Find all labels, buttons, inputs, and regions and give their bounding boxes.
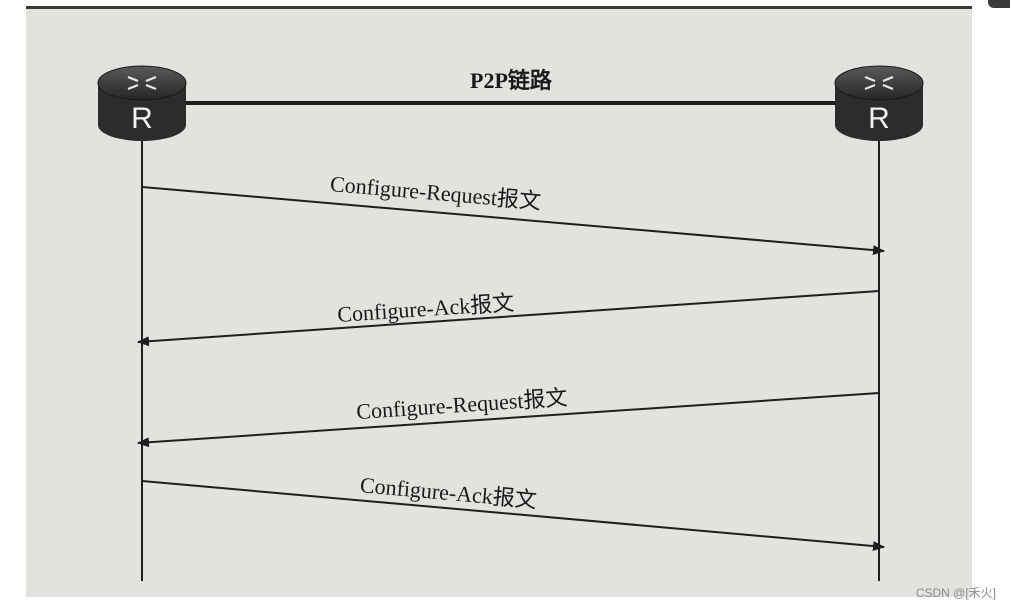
- message-arrow-4: [141, 480, 885, 552]
- left-router-letter: R: [131, 102, 153, 135]
- ppp-sequence-diagram: R R: [97, 65, 924, 581]
- message-arrow-1: [141, 186, 885, 256]
- right-router-icon: R: [834, 65, 924, 141]
- diagram-photo: R R P2P链路 Configure-Request报文: [26, 6, 972, 597]
- right-router-letter: R: [868, 102, 890, 135]
- message-arrow-3: [137, 392, 880, 448]
- corner-tab: [988, 0, 1010, 8]
- link-label: P2P链路: [470, 68, 552, 93]
- watermark-text: CSDN @[禾火]: [915, 586, 996, 600]
- left-router-icon: R: [97, 65, 187, 141]
- message-arrow-2: [137, 290, 880, 347]
